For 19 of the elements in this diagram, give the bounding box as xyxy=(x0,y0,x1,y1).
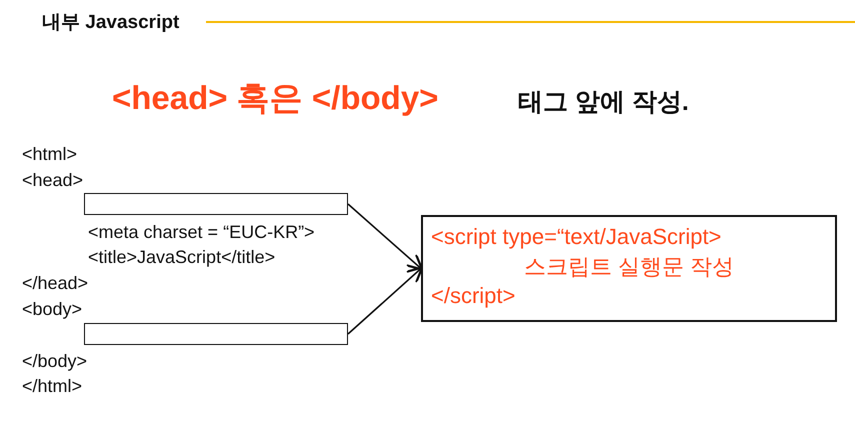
code-line: <script type=“text/JavaScript> xyxy=(431,223,722,250)
script-box xyxy=(421,215,837,322)
heading: 내부 Javascript xyxy=(42,11,180,35)
code-line: </body> xyxy=(22,351,88,372)
empty-box xyxy=(84,193,348,215)
arrow xyxy=(347,203,424,271)
code-line: 스크립트 실행문 작성 xyxy=(522,252,736,280)
code-line: <meta charset = “EUC-KR”> xyxy=(88,222,315,243)
code-line: <head> xyxy=(22,170,84,191)
code-line: </html> xyxy=(22,376,82,397)
arrow xyxy=(347,266,424,335)
code-line: <body> xyxy=(22,299,82,320)
code-line: </script> xyxy=(431,282,516,310)
empty-box xyxy=(84,323,348,345)
code-line: <title>JavaScript</title> xyxy=(88,247,276,268)
code-line: </head> xyxy=(22,273,88,294)
subheading: 태그 앞에 작성. xyxy=(518,87,689,118)
subheading: <head> 혹은 </body> xyxy=(112,78,438,118)
code-line: <html> xyxy=(22,144,78,165)
